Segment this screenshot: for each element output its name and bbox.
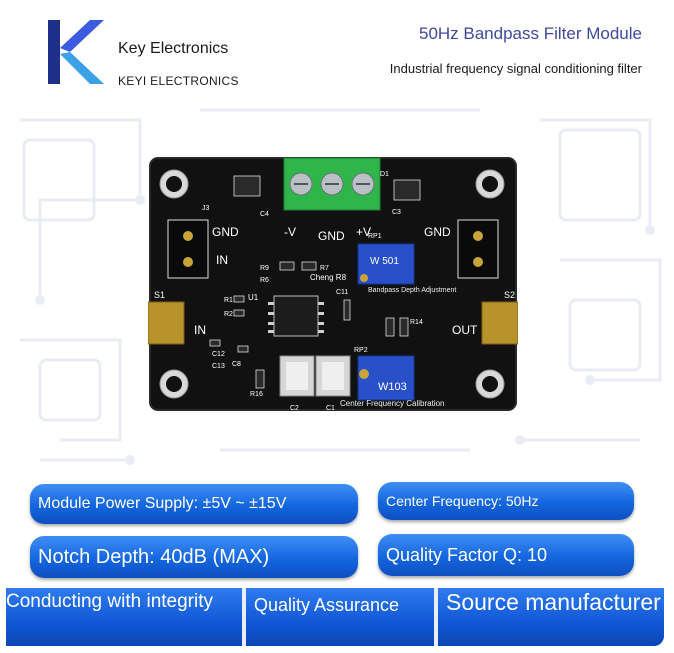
chip-annotation: Cheng R8 xyxy=(310,273,347,282)
filter-module-board: -V GND +V GND IN GND S1 S2 IN OUT U1 Che… xyxy=(148,157,518,412)
banner-integrity: Conducting with integrity xyxy=(6,591,213,612)
feature-quality-factor: Quality Factor Q: 10 xyxy=(378,534,634,576)
feature-notch-depth: Notch Depth: 40dB (MAX) xyxy=(30,536,358,578)
annotation-center: Center Frequency Calibration xyxy=(340,399,445,408)
ref-c4: C4 xyxy=(260,211,269,218)
ref-r3: C12 xyxy=(212,351,225,358)
terminal-label-pos: +V xyxy=(356,225,371,239)
ref-c3: C3 xyxy=(392,209,401,216)
brand-name: Key Electronics xyxy=(118,40,229,57)
connector-label-s2: S2 xyxy=(504,290,515,300)
ref-r7: R6 xyxy=(260,277,269,284)
terminal-label-neg: -V xyxy=(284,225,296,239)
banner-source: Source manufacturer xyxy=(446,589,661,615)
out-label: OUT xyxy=(452,323,478,337)
left-label-in: IN xyxy=(216,253,228,267)
ref-d1: D1 xyxy=(380,171,389,178)
terminal-label-gnd: GND xyxy=(318,229,345,243)
page-subtitle: Industrial frequency signal conditioning… xyxy=(389,61,642,76)
right-label-gnd: GND xyxy=(424,225,451,239)
ref-r10: R9 xyxy=(260,265,269,272)
ref-rp2: RP2 xyxy=(354,347,368,354)
banner-divider xyxy=(434,588,438,646)
ref-j3: J3 xyxy=(202,205,210,212)
ref-c12: C8 xyxy=(232,361,241,368)
sma-connector-left xyxy=(148,301,185,345)
feature-power-supply: Module Power Supply: ±5V ~ ±15V xyxy=(30,484,358,524)
feature-center-frequency: Center Frequency: 50Hz xyxy=(378,482,634,520)
connector-label-s1: S1 xyxy=(154,290,165,300)
banner-divider xyxy=(242,588,246,646)
ref-r5: R1 xyxy=(224,297,233,304)
ref-r4: C13 xyxy=(212,363,225,370)
in-label: IN xyxy=(194,323,206,337)
pot-code-depth: W 501 xyxy=(370,256,399,267)
ref-c8: C2 xyxy=(290,405,299,412)
page-title: 50Hz Bandpass Filter Module xyxy=(418,24,642,43)
banner-quality: Quality Assurance xyxy=(254,595,400,615)
ref-r14: R14 xyxy=(410,319,423,326)
ref-r16: R16 xyxy=(250,391,263,398)
k-logo-icon xyxy=(48,20,104,84)
annotation-depth: Bandpass Depth Adjustment xyxy=(368,287,456,294)
chip-ref: U1 xyxy=(248,293,259,302)
ref-r9: R7 xyxy=(320,265,329,272)
left-label-gnd: GND xyxy=(212,225,239,239)
ref-rp1: RP1 xyxy=(368,233,382,240)
pot-code-center: W103 xyxy=(378,381,407,393)
bottom-banner: Conducting with integrity Quality Assura… xyxy=(6,588,664,646)
sma-connector-right xyxy=(481,301,518,345)
ref-c6: C1 xyxy=(326,405,335,412)
brand-caps: KEYI ELECTRONICS xyxy=(118,74,239,88)
ref-r6: R2 xyxy=(224,311,233,318)
ref-c9: C11 xyxy=(336,289,348,296)
